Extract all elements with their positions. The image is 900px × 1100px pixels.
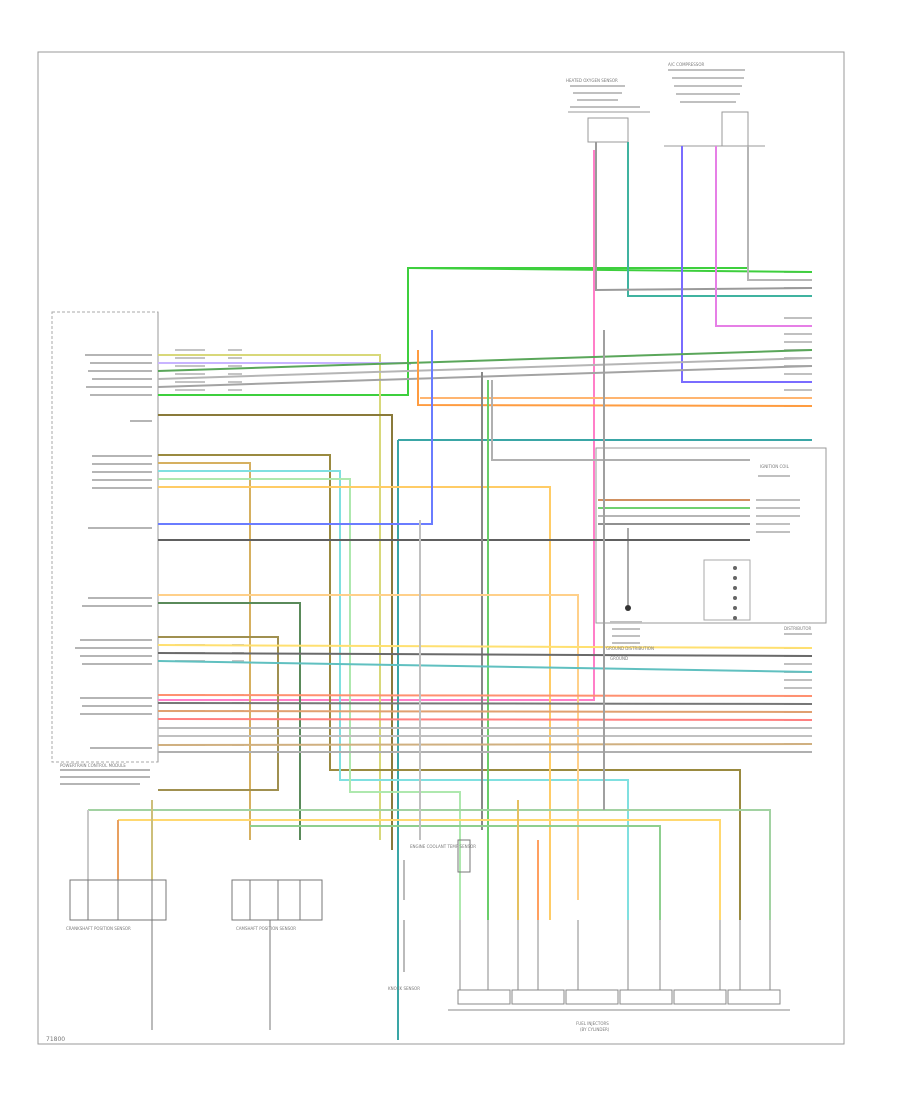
label-engine-coolant: ENGINE COOLANT TEMP SENSOR [410,844,476,849]
label-crank-sensor: CRANKSHAFT POSITION SENSOR [66,926,131,931]
label-cam-sensor: CAMSHAFT POSITION SENSOR [236,926,296,931]
bottom-left-switch [69,879,167,1030]
distributor-component [595,447,827,635]
diagram-labels: HEATED OXYGEN SENSOR A/C COMPRESSOR POWE… [60,62,811,1032]
fuel-injectors [448,920,790,1011]
label-distributor: DISTRIBUTOR [784,626,811,631]
label-ac-compressor: A/C COMPRESSOR [668,62,704,67]
label-ground-dist: GROUND DISTRIBUTION [606,646,654,651]
bottom-mid-switch [231,879,323,1030]
o2-sensor-component [568,85,650,143]
right-connector-labels [784,271,812,753]
label-heated-o2: HEATED OXYGEN SENSOR [566,78,618,83]
ground-symbol [610,528,642,644]
wires [87,142,813,1040]
wire-code-chips [175,349,248,746]
ac-compressor-component [664,69,765,147]
diagram-frame [37,51,845,1045]
footer-code: 71800 [46,1036,65,1043]
label-fuel-injectors: FUEL INJECTORS [576,1021,609,1026]
pcm-pin-labels [60,354,152,785]
label-ignition-coil: IGNITION COIL [760,464,790,469]
label-ground: GROUND [610,656,628,661]
bottom-center-sensor [403,839,471,972]
label-knock-sensor: KNOCK SENSOR [388,986,420,991]
label-fuel-injectors-sub: (BY CYLINDER) [580,1027,610,1032]
label-powertrain-module: POWERTRAIN CONTROL MODULE [60,763,126,768]
